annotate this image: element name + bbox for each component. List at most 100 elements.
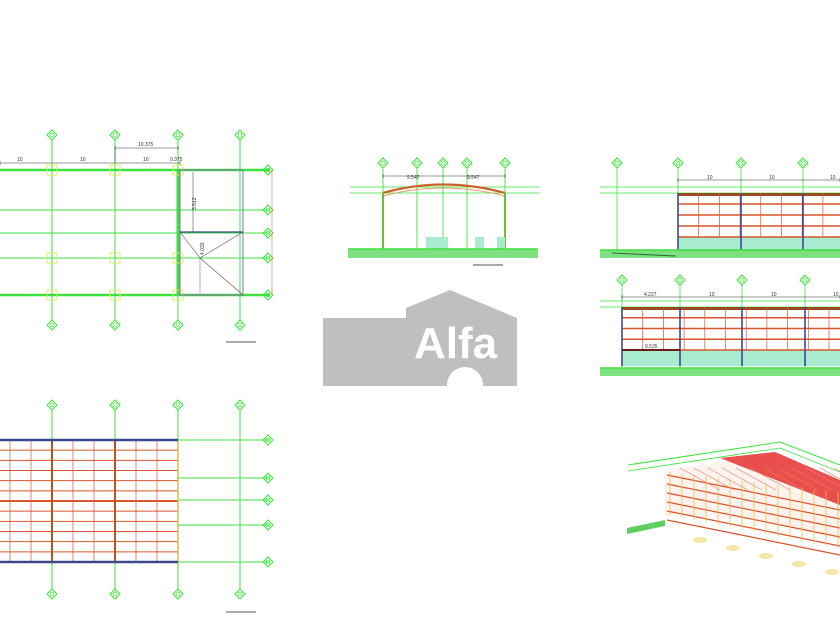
- eave-beam: [622, 307, 840, 310]
- eave-beam: [678, 193, 840, 196]
- column-footing: [109, 164, 121, 176]
- grid-axis-marker: [437, 157, 449, 169]
- grid-axis-marker-center: [175, 322, 181, 328]
- stair-diagonal: [179, 231, 201, 259]
- cross-section: [348, 157, 540, 266]
- grid-axis-marker-center: [175, 591, 181, 597]
- grid-axis-marker: [262, 289, 274, 301]
- dim-label: 9.535: [645, 344, 658, 350]
- girt: [666, 510, 840, 547]
- stair-diagonal: [199, 257, 244, 296]
- column-footing: [109, 289, 121, 301]
- grid-axis-marker-center: [175, 132, 181, 138]
- column-footing: [172, 252, 184, 264]
- grid-axis-marker: [411, 157, 423, 169]
- grid-axis-marker: [262, 227, 274, 239]
- grid-axis-marker: [262, 434, 274, 446]
- grid-axis-marker: [735, 157, 747, 169]
- grid-axis-marker: [46, 319, 58, 331]
- dim-label: 10: [830, 175, 836, 181]
- watermark-text: Alfa: [414, 319, 498, 368]
- grid-axis-marker-center: [175, 402, 181, 408]
- footing: [759, 553, 773, 559]
- roof-rafter: [805, 467, 840, 488]
- equipment: [426, 237, 448, 250]
- column-footing: [46, 164, 58, 176]
- roof-rafter: [693, 467, 735, 491]
- elevation-top-dimensions: 10 10 10: [707, 175, 836, 181]
- roof-panels: [720, 452, 840, 505]
- grid-axis-marker-center: [265, 167, 271, 173]
- grid-axis-marker-center: [739, 277, 745, 283]
- roof-truss: [382, 183, 506, 195]
- column-footing: [46, 252, 58, 264]
- grid-axis-marker-center: [502, 160, 508, 166]
- grid-axis-marker: [461, 157, 473, 169]
- footing: [792, 561, 806, 567]
- grid-axis-marker: [234, 319, 246, 331]
- grid-axis-marker: [499, 157, 511, 169]
- dim-label: 10: [143, 157, 149, 163]
- grid-axis-marker-center: [237, 322, 243, 328]
- footing: [726, 545, 740, 551]
- grid-axis-marker-center: [237, 591, 243, 597]
- floor-plan-top: [0, 129, 274, 343]
- site-boundary: [627, 447, 840, 473]
- grid-axis-marker: [109, 588, 121, 600]
- grid-axis-marker: [611, 157, 623, 169]
- dim-label: 10: [709, 292, 715, 298]
- wall-base: [678, 237, 840, 250]
- roof-rafter: [679, 467, 721, 491]
- dim-label: 3.512: [192, 197, 198, 210]
- girt: [666, 474, 840, 511]
- dim-label: 4.227: [644, 292, 657, 298]
- grid-axis-marker-center: [800, 160, 806, 166]
- grid-axis-marker: [262, 472, 274, 484]
- girt: [666, 501, 840, 538]
- grid-axis-marker-center: [265, 255, 271, 261]
- grid-axis-marker: [234, 588, 246, 600]
- dim-label: 10: [771, 292, 777, 298]
- grid-axis-marker-center: [738, 160, 744, 166]
- grid-axis-marker: [262, 556, 274, 568]
- grid-axis-marker-center: [49, 591, 55, 597]
- dim-label: 0.375: [170, 157, 183, 163]
- stair-diagonal: [199, 231, 244, 259]
- grid-axis-marker: [46, 588, 58, 600]
- footing: [693, 537, 707, 543]
- roof-rafter: [749, 467, 791, 491]
- roof-rafter: [777, 467, 819, 491]
- grid-axis-marker-center: [677, 277, 683, 283]
- wall-base: [622, 350, 840, 366]
- grid-axis-marker-center: [614, 160, 620, 166]
- elevation-top: [600, 157, 840, 258]
- roof-plan-bottom: [0, 399, 274, 613]
- dim-label: 10: [707, 175, 713, 181]
- grid-axis-marker: [799, 274, 811, 286]
- grid-axis-marker-center: [265, 207, 271, 213]
- grid-axis-marker-center: [112, 591, 118, 597]
- grid-axis-marker-center: [675, 160, 681, 166]
- grid-axis-marker-center: [49, 402, 55, 408]
- grid-axis-marker-center: [237, 132, 243, 138]
- grid-axis-marker-center: [49, 132, 55, 138]
- grid-axis-marker-center: [380, 160, 386, 166]
- grid-axis-marker: [234, 129, 246, 141]
- grid-axis-marker-center: [237, 402, 243, 408]
- grid-axis-marker-center: [802, 277, 808, 283]
- grid-axis-marker: [797, 157, 809, 169]
- ground-slab: [600, 250, 840, 258]
- grid-axis-marker: [262, 519, 274, 531]
- grid-axis-marker-center: [265, 230, 271, 236]
- terrain-line: [611, 252, 677, 257]
- site-boundary: [627, 441, 840, 466]
- section-dimensions: 9.547 9.547: [407, 175, 480, 181]
- equipment: [475, 237, 484, 250]
- grid-axis-marker: [262, 252, 274, 264]
- isometric-view: [627, 441, 840, 575]
- grid-axis-marker-center: [49, 322, 55, 328]
- grid-axis-marker: [674, 274, 686, 286]
- grid-axis-marker: [46, 399, 58, 411]
- grid-axis-marker-center: [112, 402, 118, 408]
- grid-axis-marker-center: [414, 160, 420, 166]
